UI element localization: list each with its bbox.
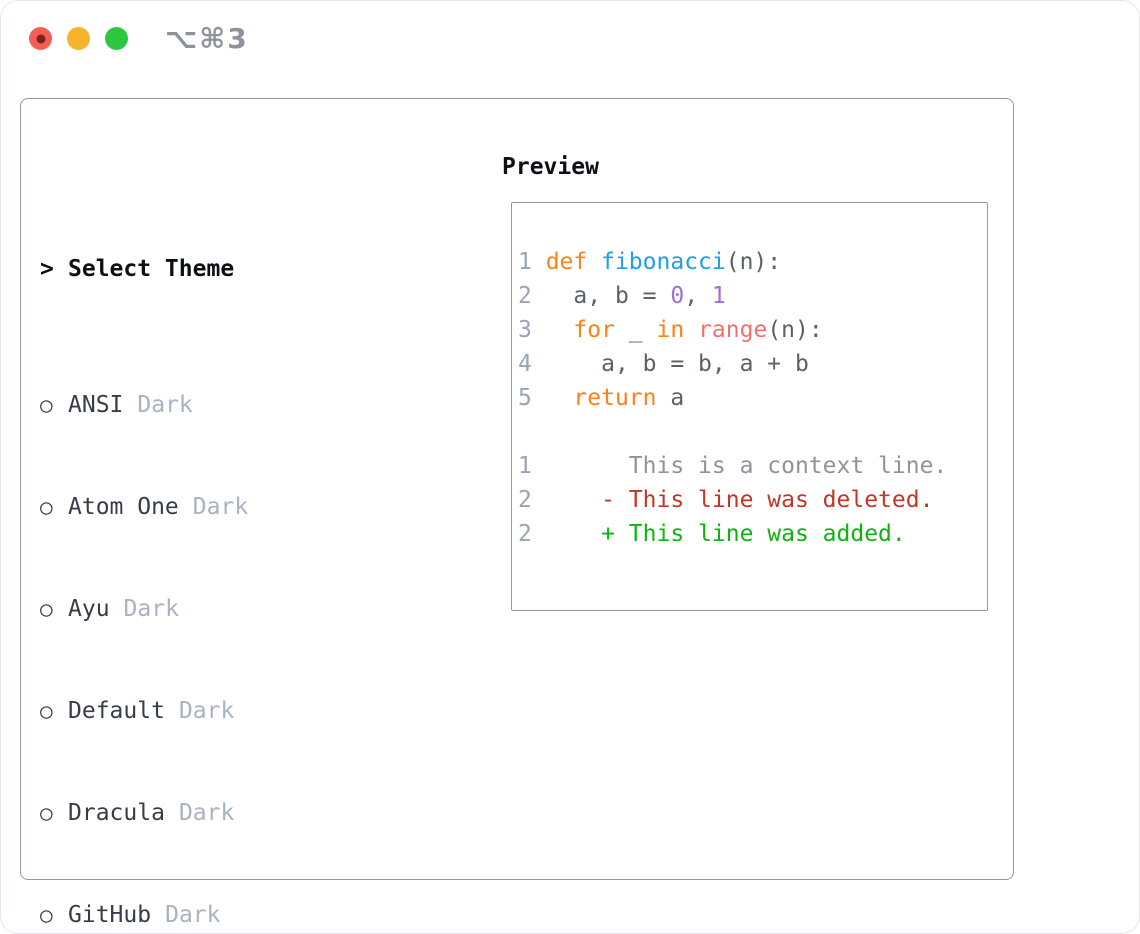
- function-name-token: fibonacci: [601, 249, 726, 275]
- titlebar: ⌥⌘3: [1, 1, 1139, 73]
- line-number: 5: [518, 385, 546, 411]
- select-theme-title: Select Theme: [68, 256, 235, 282]
- plain-token: [546, 385, 574, 411]
- diff-added-line: 2 + This line was added.: [518, 517, 987, 551]
- diff-context-text: This is a context line.: [545, 453, 948, 479]
- select-theme-header: > Select Theme: [40, 252, 490, 286]
- keyword-token: in: [656, 317, 685, 343]
- preview-pane: 1 def fibonacci(n): 2 a, b = 0, 1 3 for …: [511, 202, 988, 611]
- code-line-blank: [518, 211, 987, 245]
- line-number: 2: [518, 521, 546, 547]
- theme-name: Atom One: [68, 494, 179, 520]
- theme-item-ansi-dark[interactable]: ○ ANSI Dark: [40, 388, 490, 422]
- keyword-token: return: [573, 385, 657, 411]
- line-number: 2: [518, 487, 546, 513]
- line-number: 1: [518, 453, 546, 479]
- minimize-button[interactable]: [67, 27, 90, 50]
- code-line-1: 1 def fibonacci(n):: [518, 245, 987, 279]
- theme-item-dracula-dark[interactable]: ○ Dracula Dark: [40, 796, 490, 830]
- diff-added-text: + This line was added.: [545, 521, 906, 547]
- theme-variant: Dark: [165, 902, 221, 928]
- number-token: 1: [711, 283, 726, 309]
- theme-name: Default: [68, 698, 165, 724]
- theme-name: GitHub: [68, 902, 152, 928]
- plain-token: (n):: [725, 249, 782, 275]
- code-line-3: 3 for _ in range(n):: [518, 313, 987, 347]
- code-line-5: 5 return a: [518, 381, 987, 415]
- zoom-button[interactable]: [105, 27, 128, 50]
- theme-item-ayu-dark[interactable]: ○ Ayu Dark: [40, 592, 490, 626]
- line-number: 1: [518, 249, 546, 275]
- theme-variant: Dark: [178, 800, 235, 826]
- theme-item-github-dark[interactable]: ○ GitHub Dark: [40, 898, 490, 932]
- preview-title: Preview: [502, 154, 599, 180]
- keyword-token: def: [545, 249, 588, 275]
- radio-unselected-icon: ○: [40, 699, 53, 723]
- diff-deleted-text: - This line was deleted.: [545, 487, 934, 513]
- plain-token: (n):: [767, 317, 823, 343]
- close-button[interactable]: [29, 27, 52, 50]
- theme-name: Dracula: [68, 800, 165, 826]
- theme-variant: Dark: [192, 494, 249, 520]
- radio-unselected-icon: ○: [40, 393, 53, 417]
- theme-variant: Dark: [123, 596, 179, 622]
- line-number: 4: [518, 351, 546, 377]
- diff-context-line: 1 This is a context line.: [518, 449, 987, 483]
- plain-token: ,: [684, 283, 712, 309]
- number-token: 0: [670, 283, 685, 309]
- code-line-4: 4 a, b = b, a + b: [518, 347, 987, 381]
- plain-token: [546, 317, 574, 343]
- window-shortcut-label: ⌥⌘3: [165, 22, 249, 55]
- theme-item-atom-one-dark[interactable]: ○ Atom One Dark: [40, 490, 490, 524]
- radio-unselected-icon: ○: [40, 597, 53, 621]
- radio-unselected-icon: ○: [40, 495, 53, 519]
- line-number: 3: [518, 317, 546, 343]
- plain-token: a, b =: [545, 283, 671, 309]
- plain-token: a: [656, 385, 685, 411]
- theme-item-default-dark[interactable]: ○ Default Dark: [40, 694, 490, 728]
- theme-variant: Dark: [137, 392, 193, 418]
- diff-deleted-line: 2 - This line was deleted.: [518, 483, 987, 517]
- keyword-token: for: [573, 317, 615, 343]
- plain-token: a, b = b, a + b: [545, 351, 809, 377]
- line-number: 2: [518, 283, 546, 309]
- radio-unselected-icon: ○: [40, 903, 53, 927]
- theme-variant: Dark: [178, 698, 235, 724]
- plain-token: [587, 249, 601, 275]
- builtin-token: range: [698, 317, 768, 343]
- plain-token: [684, 317, 698, 343]
- prompt-icon: >: [40, 256, 54, 282]
- code-line-blank: [518, 415, 987, 449]
- theme-name: ANSI: [68, 392, 124, 418]
- radio-unselected-icon: ○: [40, 801, 53, 825]
- close-button-dot: [36, 34, 45, 43]
- code-line-2: 2 a, b = 0, 1: [518, 279, 987, 313]
- plain-token: _: [614, 317, 657, 343]
- theme-name: Ayu: [68, 596, 110, 622]
